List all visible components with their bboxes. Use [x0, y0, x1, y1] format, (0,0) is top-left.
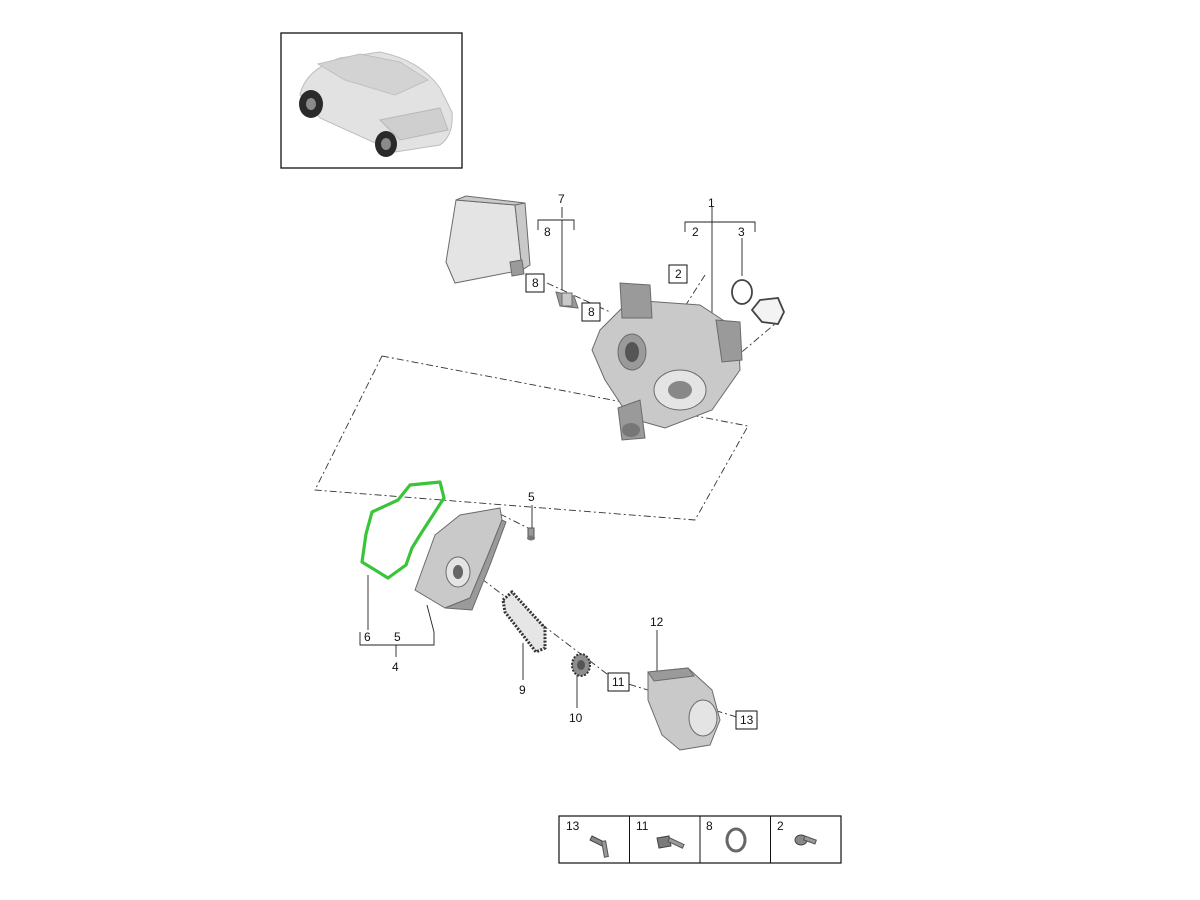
screw-icon: [794, 834, 817, 846]
connector-fitting: [555, 291, 579, 309]
callout-5-bottom: 5: [394, 630, 401, 644]
boxed-label-11: 11: [612, 675, 625, 689]
boxed-label-8-right-frame: [581, 302, 601, 322]
callout-6: 6: [364, 630, 371, 644]
electric-water-pump: [647, 667, 721, 751]
legend-number-13: 13: [566, 819, 580, 833]
drive-belt: [501, 589, 547, 654]
boxed-label-11-frame: [607, 672, 630, 692]
thermostat-housing: [591, 282, 743, 441]
callout-7: 7: [558, 192, 565, 206]
projection-frame: [314, 355, 749, 521]
callout-1: 1: [708, 196, 715, 210]
legend-number-11: 11: [636, 819, 649, 833]
boxed-label-13: 13: [740, 713, 754, 727]
vehicle-thumbnail: [280, 32, 463, 169]
o-ring-icon: [725, 827, 747, 853]
hardware-legend: 13 11 8 2: [558, 815, 842, 864]
oil-cooler: [445, 195, 531, 284]
callout-2-top: 2: [692, 225, 699, 239]
boxed-label-2-frame: [668, 264, 688, 284]
callout-3: 3: [738, 225, 745, 239]
highlighted-gasket: [360, 480, 446, 580]
boxed-label-2: 2: [675, 267, 682, 281]
legend-number-8: 8: [706, 819, 713, 833]
callout-8-top: 8: [544, 225, 551, 239]
boxed-label-8-left: 8: [532, 276, 539, 290]
callout-4: 4: [392, 660, 399, 674]
seal-ring: [731, 279, 785, 325]
boxed-label-8-right: 8: [588, 305, 595, 319]
legend-number-2: 2: [777, 819, 784, 833]
callout-5-right: 5: [528, 490, 535, 504]
boxed-label-13-frame: [735, 710, 758, 730]
pulley-sprocket: [571, 653, 591, 677]
pump-cover: [414, 507, 507, 611]
small-bolt: [527, 527, 535, 541]
callout-9: 9: [519, 683, 526, 697]
flange-bolt-icon: [656, 835, 685, 849]
bolt-icon: [589, 835, 609, 858]
callout-10: 10: [569, 711, 583, 725]
boxed-label-8-left-frame: [525, 273, 545, 293]
car-image: [299, 51, 453, 157]
callout-12: 12: [650, 615, 664, 629]
